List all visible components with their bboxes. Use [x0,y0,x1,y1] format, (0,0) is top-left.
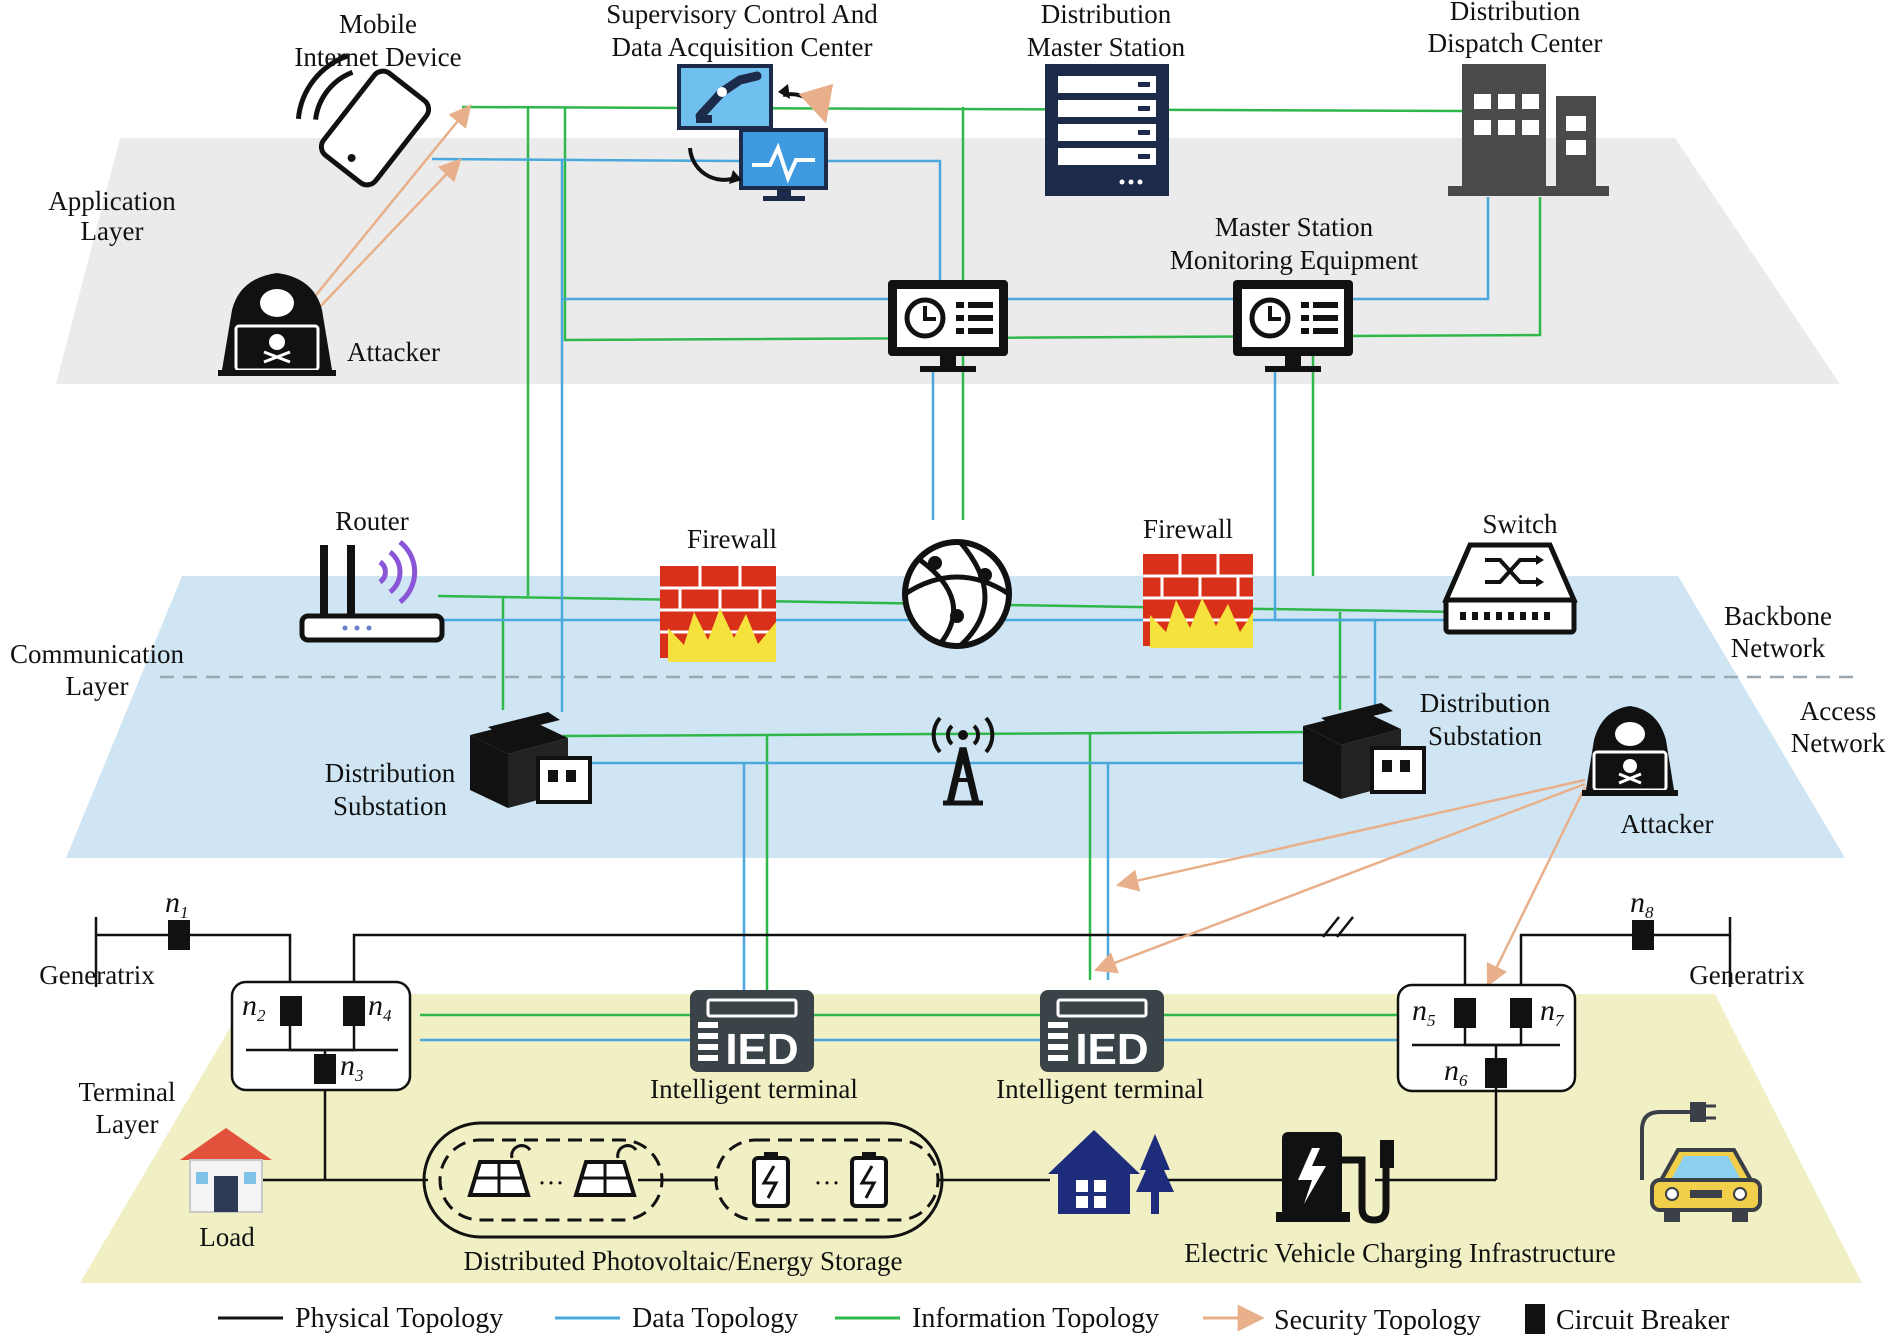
breaker-label-n4: n4 [368,989,392,1025]
ied-badge-left: IED [725,1025,798,1074]
pv-ellipsis: ··· [538,1168,565,1198]
application-layer-plane [56,138,1840,384]
firewall-label-right: Firewall [1143,514,1233,544]
legend-label-information: Information Topology [912,1303,1159,1334]
circuit-breaker-n6 [1485,1058,1507,1088]
electric-car-icon [1640,1102,1762,1222]
circuit-breaker-n8 [1632,920,1654,950]
circuit-breaker-n4 [343,996,365,1026]
residential-house-icon [1048,1130,1174,1214]
legend-item-information: Information Topology [835,1303,1159,1334]
router-icon [299,540,445,643]
mobile-device-icon [295,53,432,188]
circuit-breaker-n1 [168,920,190,950]
pv-storage-label: Distributed Photovoltaic/Energy Storage [464,1246,903,1276]
monitoring-equipment-icon-left [888,280,1008,372]
router-label: Router [335,506,409,536]
firewall-icon-left [660,566,776,662]
breaker-label-n2: n2 [242,989,266,1025]
circuit-breaker-n7 [1510,998,1532,1028]
intelligent-terminal-icon-right: IED [1040,990,1164,1074]
pv-storage-group: ··· ··· [422,1121,944,1239]
scada-center-icon [677,64,834,201]
cell-tower-icon [931,716,995,806]
circuit-breaker-n5 [1454,998,1476,1028]
attacker-label-application: Attacker [347,337,440,367]
substation-icon-left [470,712,592,808]
legend-item-data: Data Topology [555,1303,798,1334]
ied-badge-right: IED [1075,1025,1148,1074]
ev-infrastructure-label: Electric Vehicle Charging Infrastructure [1184,1238,1616,1268]
legend: Physical Topology Data Topology Informat… [218,1303,1730,1336]
generatrix-label-right: Generatrix [1689,960,1805,990]
attacker-label-access: Attacker [1621,809,1714,839]
battery-icon-1 [752,1152,790,1208]
legend-item-physical: Physical Topology [218,1303,503,1334]
load-house-icon [180,1128,272,1213]
intelligent-terminal-label-right: Intelligent terminal [996,1074,1204,1104]
physical-topology-lines [94,916,1732,1182]
security-topology-arrows [289,104,1587,988]
solar-panel-icon-1 [467,1144,532,1197]
breaker-labels: n1 n2 n4 n3 n5 n7 n6 n8 [165,886,1654,1090]
legend-label-security: Security Topology [1274,1305,1481,1336]
attacker-icon-access [1582,706,1678,796]
circuit-breaker-n2 [280,996,302,1026]
internet-globe-icon [902,539,1012,649]
load-label: Load [199,1222,255,1252]
breaker-label-n7: n7 [1540,994,1565,1030]
intelligent-terminal-label-left: Intelligent terminal [650,1074,858,1104]
master-station-server-icon [1045,64,1169,196]
breaker-label-n1: n1 [165,886,189,922]
breaker-label-n5: n5 [1412,994,1436,1030]
substation-icon-right [1303,703,1426,799]
switch-icon [1442,542,1578,635]
dispatch-center-building-icon [1448,64,1609,196]
breaker-label-n3: n3 [340,1049,364,1085]
solar-panel-icon-2 [573,1144,638,1197]
monitoring-equipment-icon-right [1233,280,1353,372]
storage-ellipsis: ··· [814,1168,841,1198]
switch-label: Switch [1482,509,1558,539]
battery-icon-2 [850,1152,888,1208]
intelligent-terminal-icon-left: IED [690,990,814,1074]
ev-charger-icon [1276,1132,1394,1224]
attacker-icon-application [218,273,336,376]
legend-item-security: Security Topology [1203,1304,1481,1336]
legend-label-breaker: Circuit Breaker [1556,1305,1730,1336]
breaker-label-n8: n8 [1630,886,1654,922]
legend-item-breaker: Circuit Breaker [1525,1304,1730,1336]
legend-label-data: Data Topology [632,1303,798,1334]
breaker-label-n6: n6 [1444,1054,1468,1090]
firewall-icon-right [1143,554,1253,648]
generatrix-label-left: Generatrix [39,960,155,990]
firewall-label-left: Firewall [687,524,777,554]
circuit-breakers [168,920,1654,1088]
breaker-box-left [230,980,412,1092]
circuit-breaker-n3 [314,1054,336,1084]
legend-label-physical: Physical Topology [295,1303,503,1334]
